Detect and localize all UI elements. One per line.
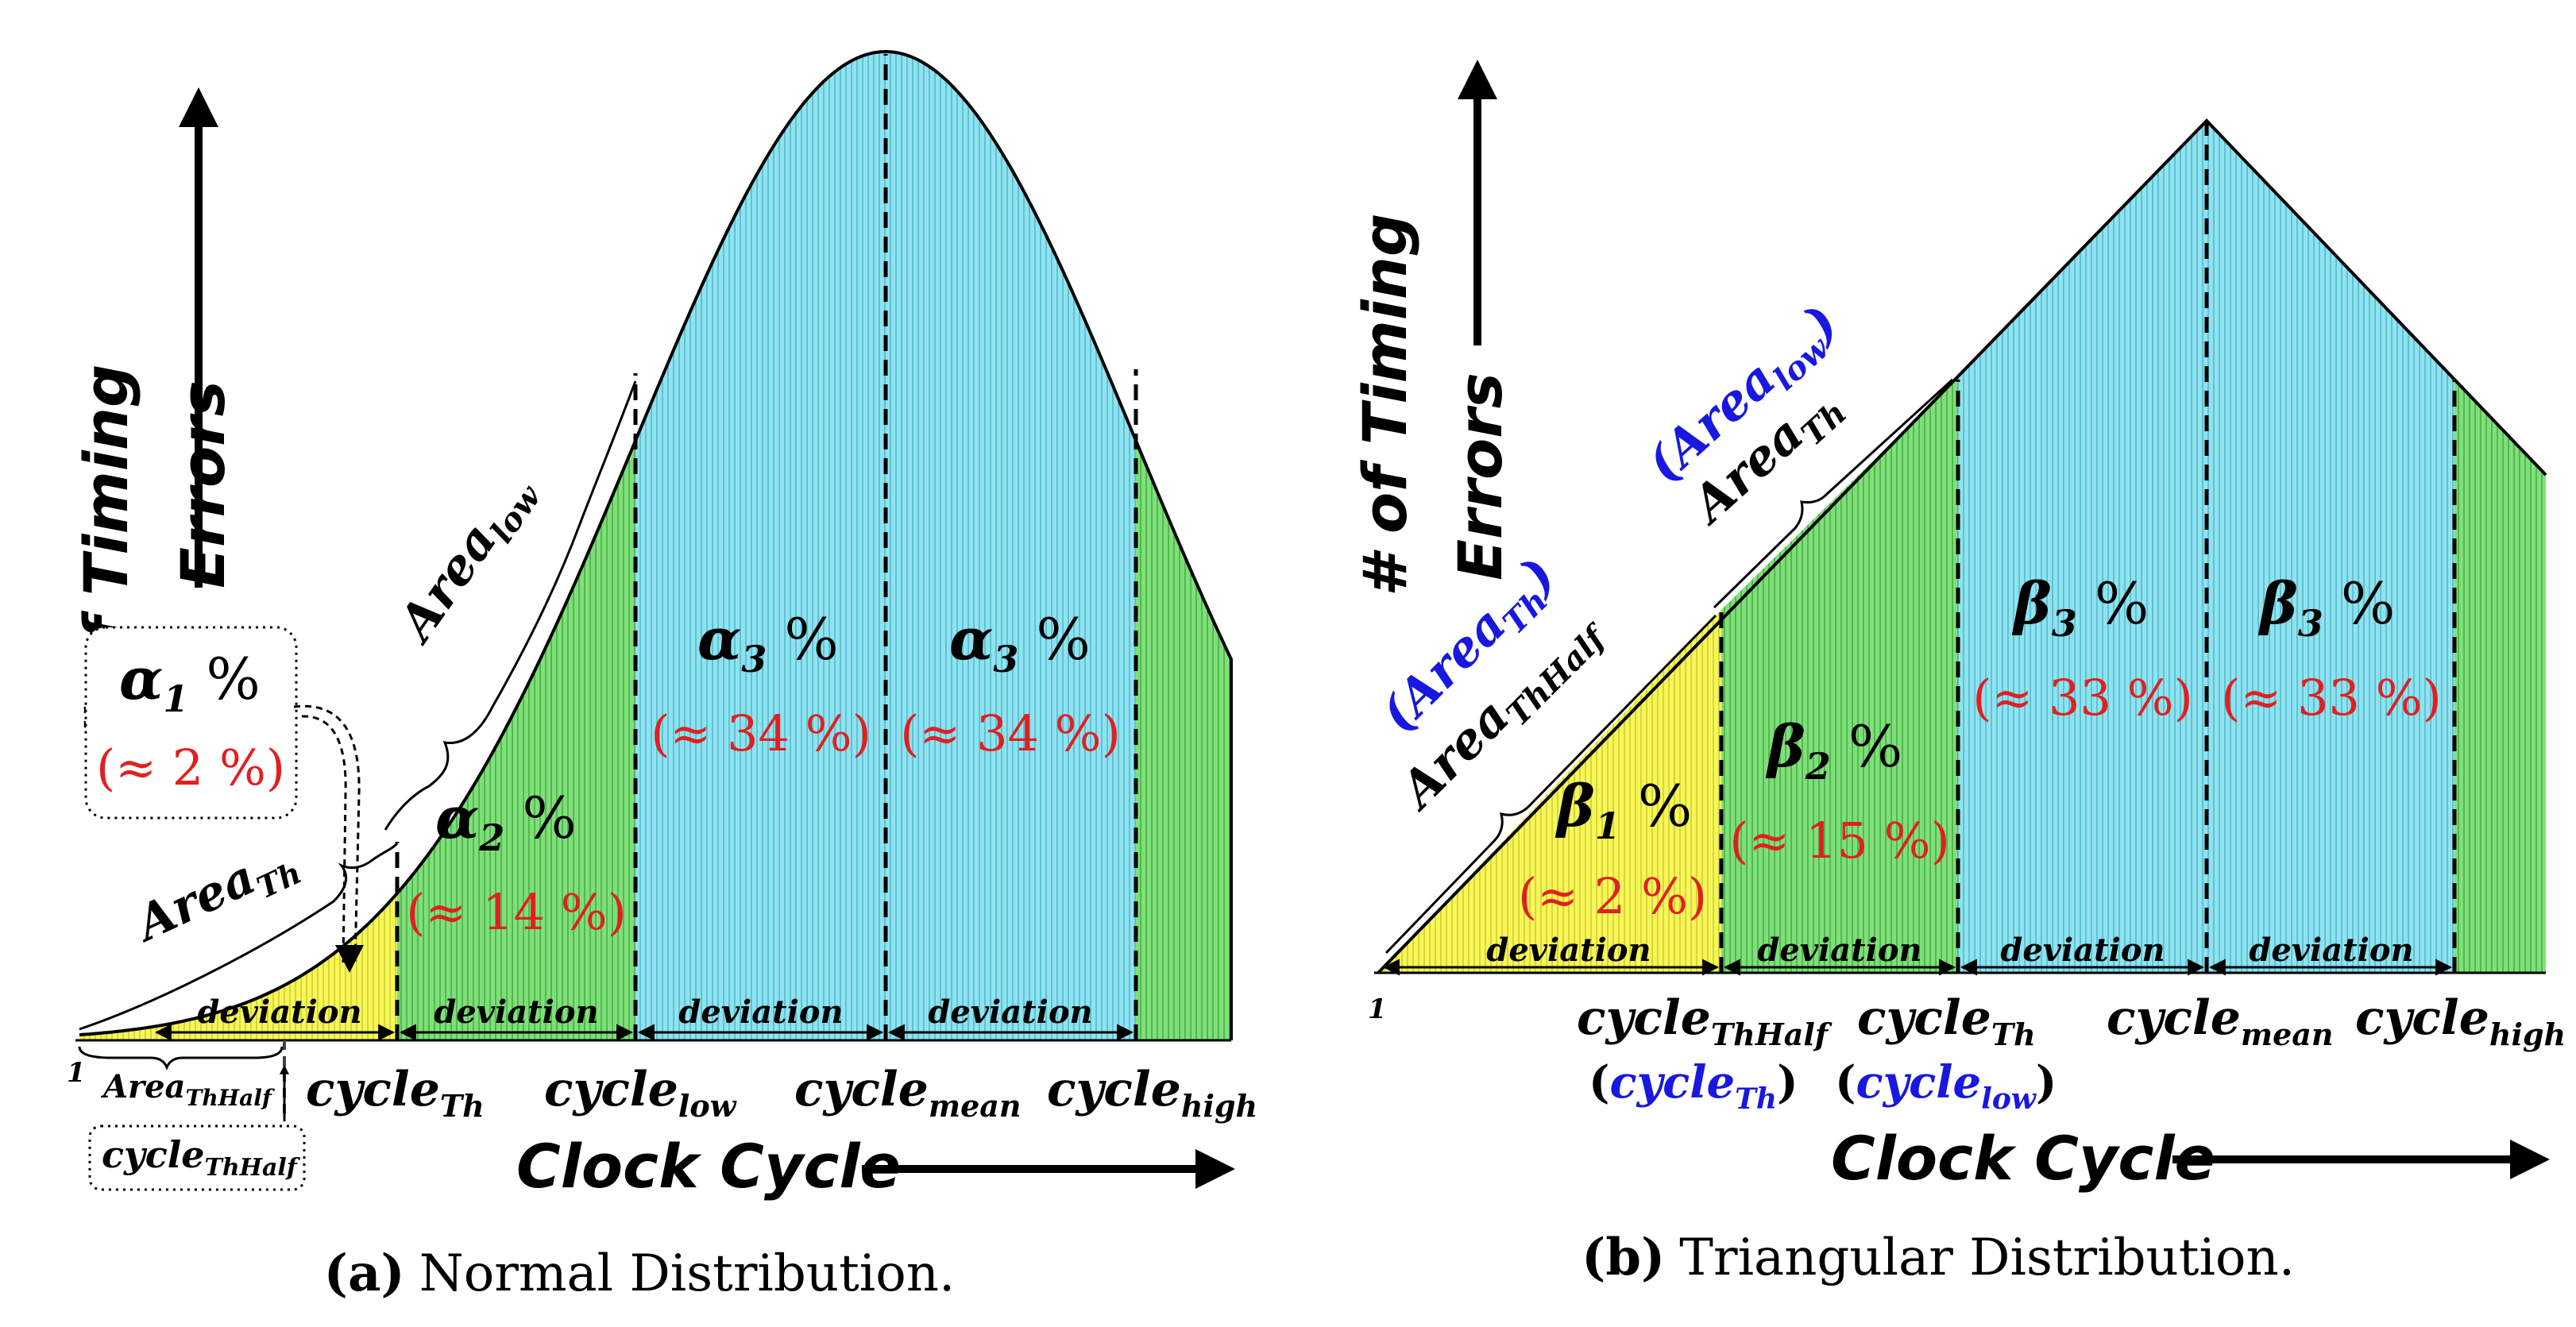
region-green-left-b bbox=[1721, 377, 1958, 973]
beta1-label: β1% bbox=[1554, 772, 1692, 847]
deviation-label: deviation bbox=[2000, 932, 2165, 969]
deviation-label: deviation bbox=[928, 993, 1092, 1031]
origin-label: 1 bbox=[67, 1057, 86, 1089]
region-green-right-a bbox=[1136, 440, 1231, 1040]
beta1-approx: (≈ 2 %) bbox=[1518, 867, 1707, 925]
panel-a: deviation deviation deviation deviation … bbox=[67, 49, 1257, 1303]
tick-cycle-thhalf-alt: (cycleTh) bbox=[1589, 1056, 1798, 1116]
beta3-label-right: β3% bbox=[2257, 569, 2395, 645]
x-axis-label: Clock Cycle bbox=[516, 1131, 901, 1202]
area-low-brace-a bbox=[384, 380, 637, 831]
alpha2-label: α2% bbox=[435, 784, 577, 859]
normal-curve bbox=[79, 49, 1233, 1040]
alpha1-approx: (≈ 2 %) bbox=[96, 739, 285, 797]
beta2-label: β2% bbox=[1765, 712, 1902, 788]
deviation-label: deviation bbox=[1757, 932, 1921, 969]
cycle-thhalf-label: cycleThHalf bbox=[102, 1133, 301, 1182]
alpha2-approx: (≈ 14 %) bbox=[406, 883, 627, 941]
area-thhalf-label-a: AreaThHalf bbox=[100, 1068, 276, 1111]
tick-cycle-th-b: cycleTh bbox=[1857, 990, 2036, 1052]
deviation-label: deviation bbox=[197, 993, 361, 1031]
tick-cycle-high: cyclehigh bbox=[1047, 1062, 1257, 1124]
caption-b: (b)Triangular Distribution. bbox=[1582, 1228, 2295, 1287]
tick-cycle-th: cycleTh bbox=[306, 1062, 485, 1124]
area-thhalf-brace-b bbox=[1385, 614, 1717, 955]
region-yellow-b bbox=[1378, 610, 1721, 973]
alpha1-pointer bbox=[301, 715, 347, 963]
alpha3-approx-left: (≈ 34 %) bbox=[651, 704, 871, 762]
alpha3-approx-right: (≈ 34 %) bbox=[900, 704, 1121, 762]
deviation-label: deviation bbox=[434, 993, 598, 1031]
beta3-approx-left: (≈ 33 %) bbox=[1972, 669, 2193, 727]
area-th-brace-b bbox=[1713, 378, 1954, 609]
alpha1-box bbox=[84, 626, 298, 820]
region-green-right-b bbox=[2454, 377, 2546, 973]
alpha1-pointer bbox=[293, 704, 361, 963]
deviation-label: deviation bbox=[678, 993, 843, 1031]
deviation-label: deviation bbox=[1486, 932, 1651, 969]
x-axis-label: Clock Cycle bbox=[1831, 1123, 2215, 1194]
y-axis-label-line1: # of Timing bbox=[1350, 214, 1420, 597]
tick-cycle-th-alt: (cyclelow) bbox=[1835, 1056, 2057, 1116]
beta3-label-left: β3% bbox=[2011, 569, 2149, 645]
region-green-left-a bbox=[397, 440, 635, 1040]
alpha1-pointer-head bbox=[335, 945, 364, 973]
cycle-thhalf-box bbox=[88, 1124, 306, 1191]
tick-cycle-low: cyclelow bbox=[544, 1062, 737, 1124]
y-axis-label-line2: Errors bbox=[1445, 372, 1516, 581]
alpha3-label-left: α3% bbox=[697, 605, 839, 681]
triangle-curve bbox=[1377, 118, 2547, 974]
deviation-label: deviation bbox=[2249, 932, 2413, 969]
y-axis-label-line2: Errors bbox=[168, 380, 238, 588]
tick-cycle-high-b: cyclehigh bbox=[2355, 990, 2566, 1052]
origin-label: 1 bbox=[1368, 993, 1387, 1025]
beta3-approx-right: (≈ 33 %) bbox=[2221, 669, 2442, 727]
area-th-label-a: AreaTh bbox=[125, 831, 307, 959]
tick-cycle-mean-b: cyclemean bbox=[2107, 990, 2334, 1052]
tick-cycle-mean: cyclemean bbox=[794, 1062, 1022, 1124]
area-low-label-a: Arealow bbox=[385, 462, 550, 658]
area-thhalf-brace-a bbox=[78, 1046, 284, 1070]
region-yellow-a bbox=[79, 893, 397, 1040]
tick-cycle-thhalf-b: cycleThHalf bbox=[1577, 990, 1833, 1052]
beta2-approx: (≈ 15 %) bbox=[1729, 812, 1950, 870]
panel-b: deviation deviation deviation deviation … bbox=[1350, 60, 2566, 1287]
caption-a: (a)Normal Distribution. bbox=[324, 1244, 956, 1303]
alpha1-label: α1% bbox=[119, 645, 261, 720]
alpha3-label-right: α3% bbox=[949, 605, 1091, 681]
